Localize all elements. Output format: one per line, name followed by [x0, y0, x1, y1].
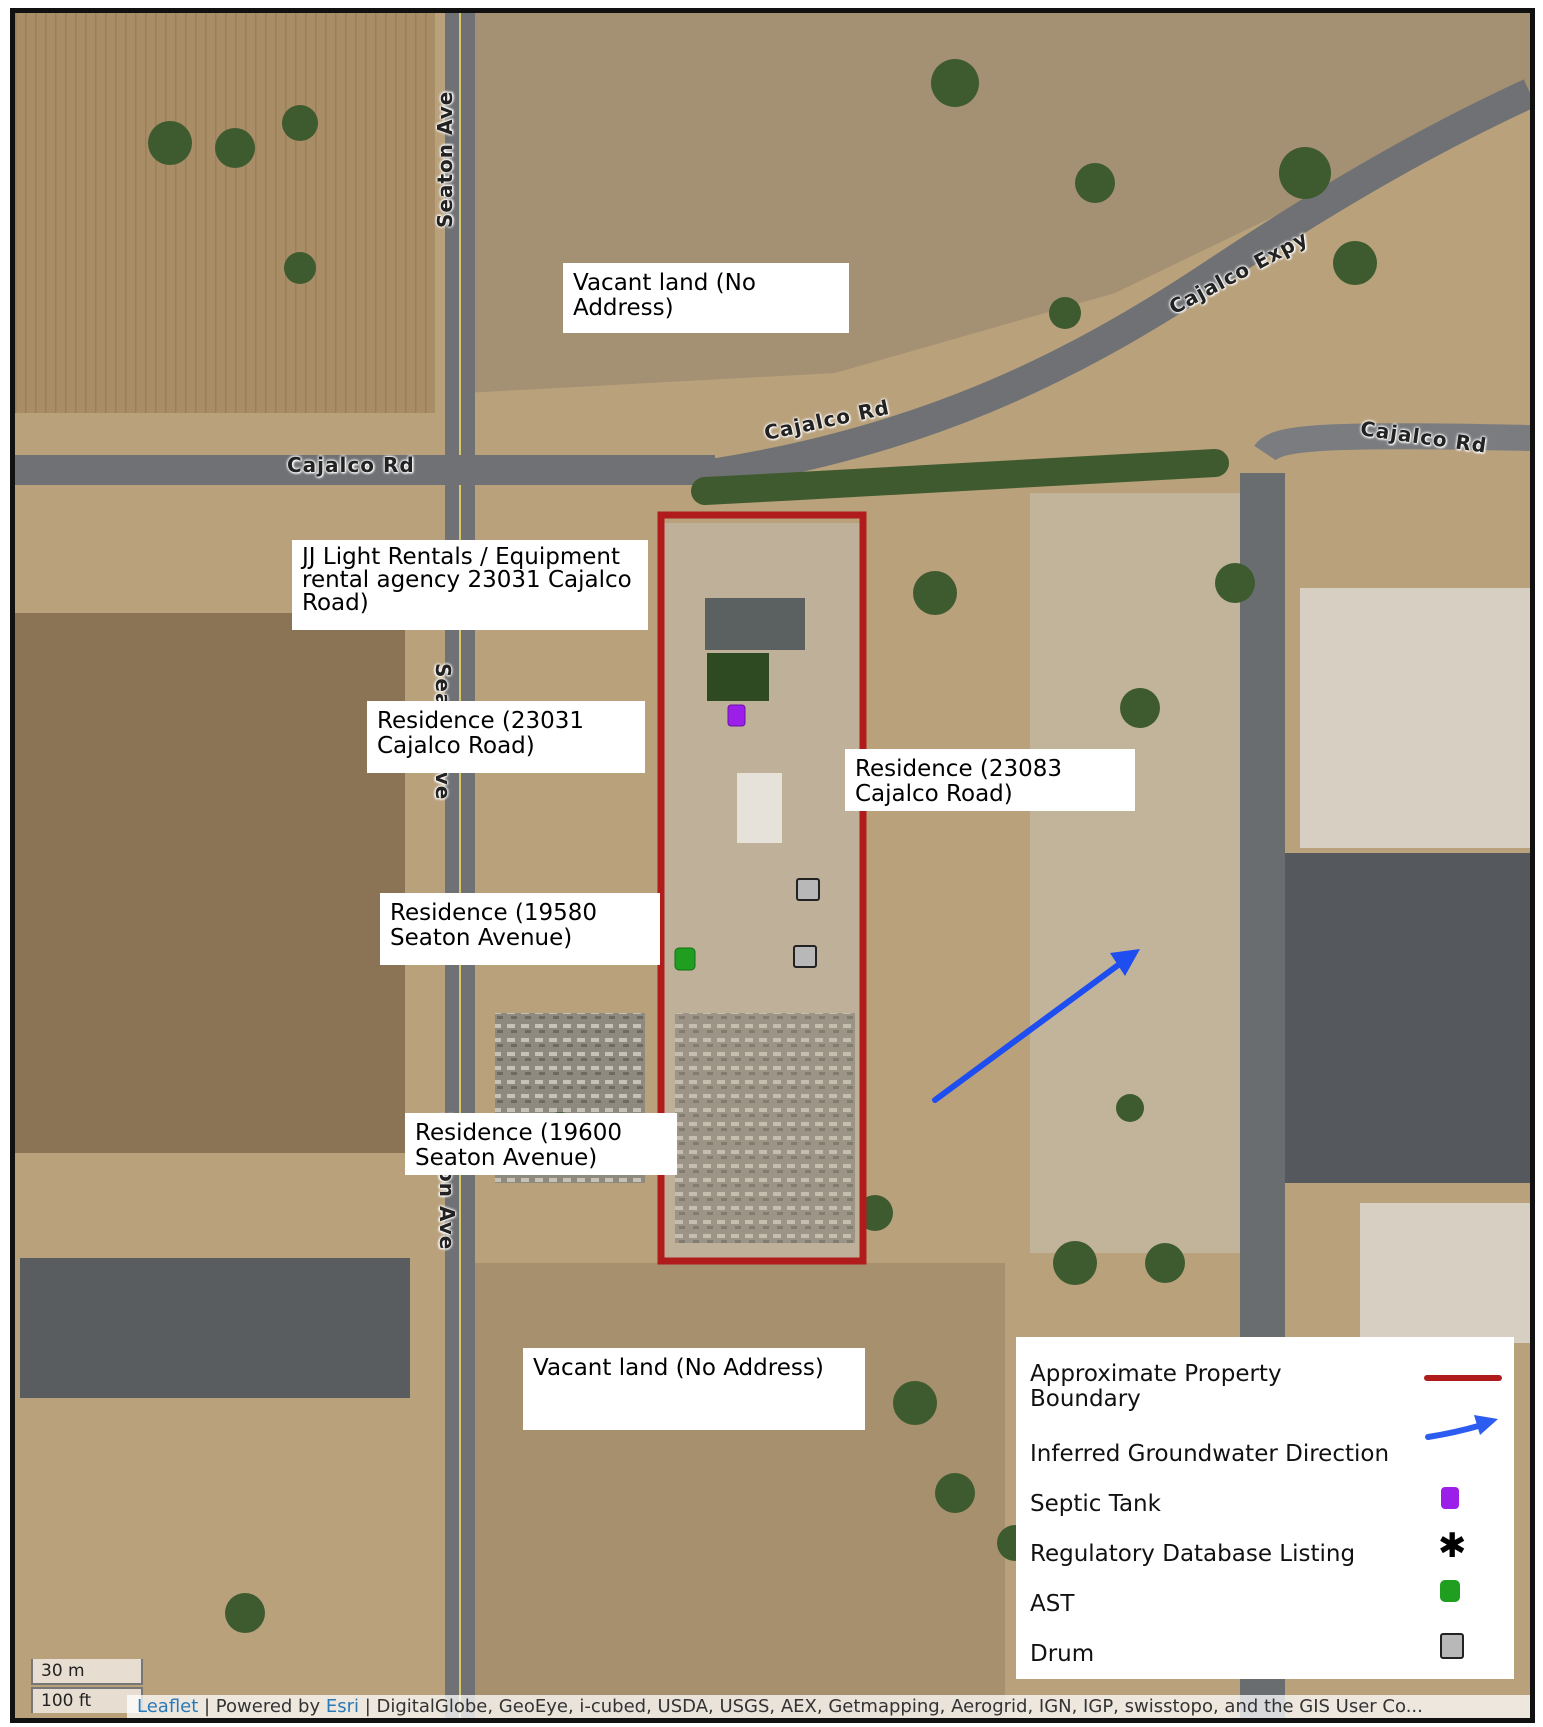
farm-field-sw [15, 613, 405, 1153]
cajalco-rd-road [15, 455, 715, 485]
label-vacant-land-north: Vacant land (No Address) [563, 263, 849, 333]
site-building-main [705, 598, 805, 650]
asterisk-icon: ✱ [1438, 1526, 1467, 1566]
groundwater-direction-arrow[interactable] [932, 949, 1140, 1103]
site-yard-south [675, 1013, 855, 1243]
property-boundary[interactable] [657, 511, 867, 1265]
esri-link[interactable]: Esri [325, 1696, 360, 1717]
drum-icon [1440, 1633, 1464, 1659]
attribution-sources: | DigitalGlobe, GeoEye, i-cubed, USDA, U… [359, 1696, 1423, 1717]
legend-label-groundwater: Inferred Groundwater Direction [1030, 1441, 1390, 1467]
drum-marker-1[interactable] [796, 878, 820, 901]
map-legend: Approximate Property Boundary Inferred G… [1016, 1337, 1514, 1679]
ast-marker[interactable] [674, 947, 696, 971]
label-jj-light-rentals: JJ Light Rentals / Equipment rental agen… [292, 540, 648, 630]
scale-metric: 30 m [31, 1659, 143, 1685]
map-frame: Seaton Ave Seaton Ave Seaton Ave Cajalco… [10, 8, 1535, 1723]
site-building-2 [737, 773, 782, 843]
drum-marker-2[interactable] [793, 945, 817, 968]
farm-field-nw [15, 13, 435, 413]
road-label-cajalco-west: Cajalco Rd [287, 453, 415, 477]
scale-imperial: 100 ft [31, 1687, 143, 1713]
legend-label-septic: Septic Tank [1030, 1491, 1161, 1517]
site-green-area [707, 653, 769, 701]
open-lot-east [1030, 493, 1240, 1253]
boundary-line-icon [1424, 1375, 1502, 1381]
legend-label-drum: Drum [1030, 1641, 1095, 1667]
label-vacant-land-south: Vacant land (No Address) [523, 1348, 865, 1430]
cajalco-expy-road [702, 79, 1530, 490]
attribution-sep: | Powered by [198, 1696, 326, 1717]
map-attribution: Leaflet | Powered by Esri | DigitalGlobe… [127, 1695, 1530, 1718]
label-residence-19600: Residence (19600 Seaton Avenue) [405, 1113, 677, 1175]
septic-tank-marker[interactable] [727, 704, 746, 727]
groundwater-arrow-icon [1425, 1415, 1498, 1440]
legend-label-regulatory: Regulatory Database Listing [1030, 1541, 1356, 1567]
parking-east [1280, 853, 1530, 1183]
vacant-land-south [445, 1263, 1005, 1718]
label-residence-23083: Residence (23083 Cajalco Road) [845, 749, 1135, 811]
warehouse-east-se [1360, 1203, 1530, 1343]
label-residence-19580: Residence (19580 Seaton Avenue) [380, 893, 660, 965]
scale-bar: 30 m 100 ft [31, 1659, 143, 1713]
ast-icon [1440, 1580, 1460, 1602]
tree-line [691, 449, 1229, 505]
industrial-lot-sw [20, 1258, 410, 1398]
label-residence-23031: Residence (23031 Cajalco Road) [367, 701, 645, 773]
legend-label-boundary: Approximate Property Boundary [1030, 1361, 1282, 1412]
road-label-seaton-north: Seaton Ave [433, 90, 457, 228]
legend-label-ast: AST [1030, 1591, 1075, 1617]
cajalco-rd-east-road [1254, 423, 1530, 462]
septic-tank-icon [1441, 1487, 1459, 1509]
warehouse-east [1300, 588, 1530, 848]
leaflet-link[interactable]: Leaflet [137, 1696, 199, 1717]
